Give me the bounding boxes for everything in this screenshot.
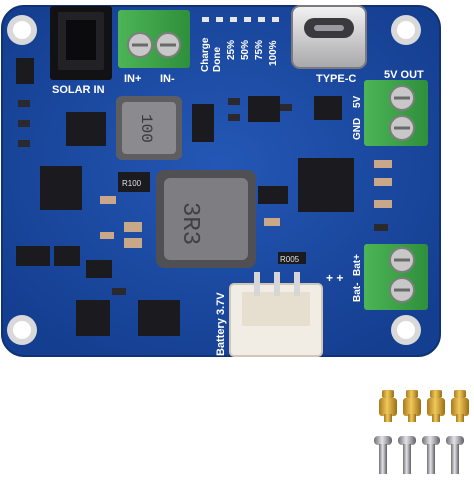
battery-jst-connector (229, 272, 323, 357)
pcb-board-edge (1, 5, 441, 357)
label-charge: Charge (200, 37, 211, 72)
smd-resistor-group (18, 98, 388, 295)
steel-screw (398, 436, 416, 474)
mounting-hole-bottom-right (391, 315, 421, 345)
label-r100: R100 (122, 179, 142, 188)
ic-chip (66, 112, 106, 146)
brass-standoff (403, 390, 421, 422)
output-screw-terminal (364, 80, 428, 146)
label-75: 75% (254, 40, 265, 60)
battery-screw-terminal (364, 244, 428, 310)
solar-dc-jack (50, 6, 112, 80)
label-bat-minus: Bat- (352, 283, 363, 302)
label-plus-plus: + + (326, 271, 343, 285)
steel-screws (374, 436, 464, 474)
ic-chip (86, 260, 112, 278)
steel-screw (422, 436, 440, 474)
label-25: 25% (226, 40, 237, 60)
solar-screw-terminal (118, 10, 190, 68)
label-50: 50% (240, 40, 251, 60)
mounting-hole-bottom-left (7, 315, 37, 345)
ic-chip (314, 96, 342, 120)
brass-standoff (451, 390, 469, 422)
brass-standoff (427, 390, 445, 422)
smd-capacitor-group (100, 160, 392, 248)
label-type-c: TYPE-C (316, 73, 356, 85)
usb-type-c-port (291, 5, 367, 69)
label-done: Done (212, 47, 223, 72)
resistor (278, 252, 306, 264)
mounting-hole-top-left (7, 15, 37, 45)
label-solar-in: SOLAR IN (52, 84, 105, 96)
ic-chip (40, 166, 82, 210)
inductor-large: 3R3 (156, 170, 256, 268)
ic-chip (138, 300, 180, 336)
status-led-row (202, 17, 279, 22)
inductor-small: 100 (116, 96, 182, 160)
ic-chip (76, 300, 110, 336)
inductor-small-marking: 100 (137, 114, 155, 143)
label-in-minus: IN- (160, 73, 175, 85)
ic-qfn-chip (298, 158, 354, 212)
label-5v-out: 5V OUT (384, 69, 424, 81)
label-bat-plus: Bat+ (352, 254, 363, 276)
ic-chip (16, 246, 50, 266)
brass-standoff (379, 390, 397, 422)
resistor (120, 176, 148, 188)
label-5v: 5V (352, 95, 363, 108)
label-gnd: GND (352, 118, 363, 140)
ic-chip (54, 246, 80, 266)
smd-part (16, 58, 34, 84)
ic-chip (258, 186, 288, 204)
label-100: 100% (268, 40, 279, 66)
label-in-plus: IN+ (124, 73, 141, 85)
inductor-large-marking: 3R3 (176, 202, 203, 245)
ic-chip (248, 96, 280, 122)
label-battery: Battery 3.7V (215, 292, 227, 356)
ic-chip (192, 104, 214, 142)
brass-standoffs (379, 390, 469, 422)
label-r005: R005 (280, 255, 300, 264)
steel-screw (446, 436, 464, 474)
mounting-hole-top-right (391, 15, 421, 45)
steel-screw (374, 436, 392, 474)
